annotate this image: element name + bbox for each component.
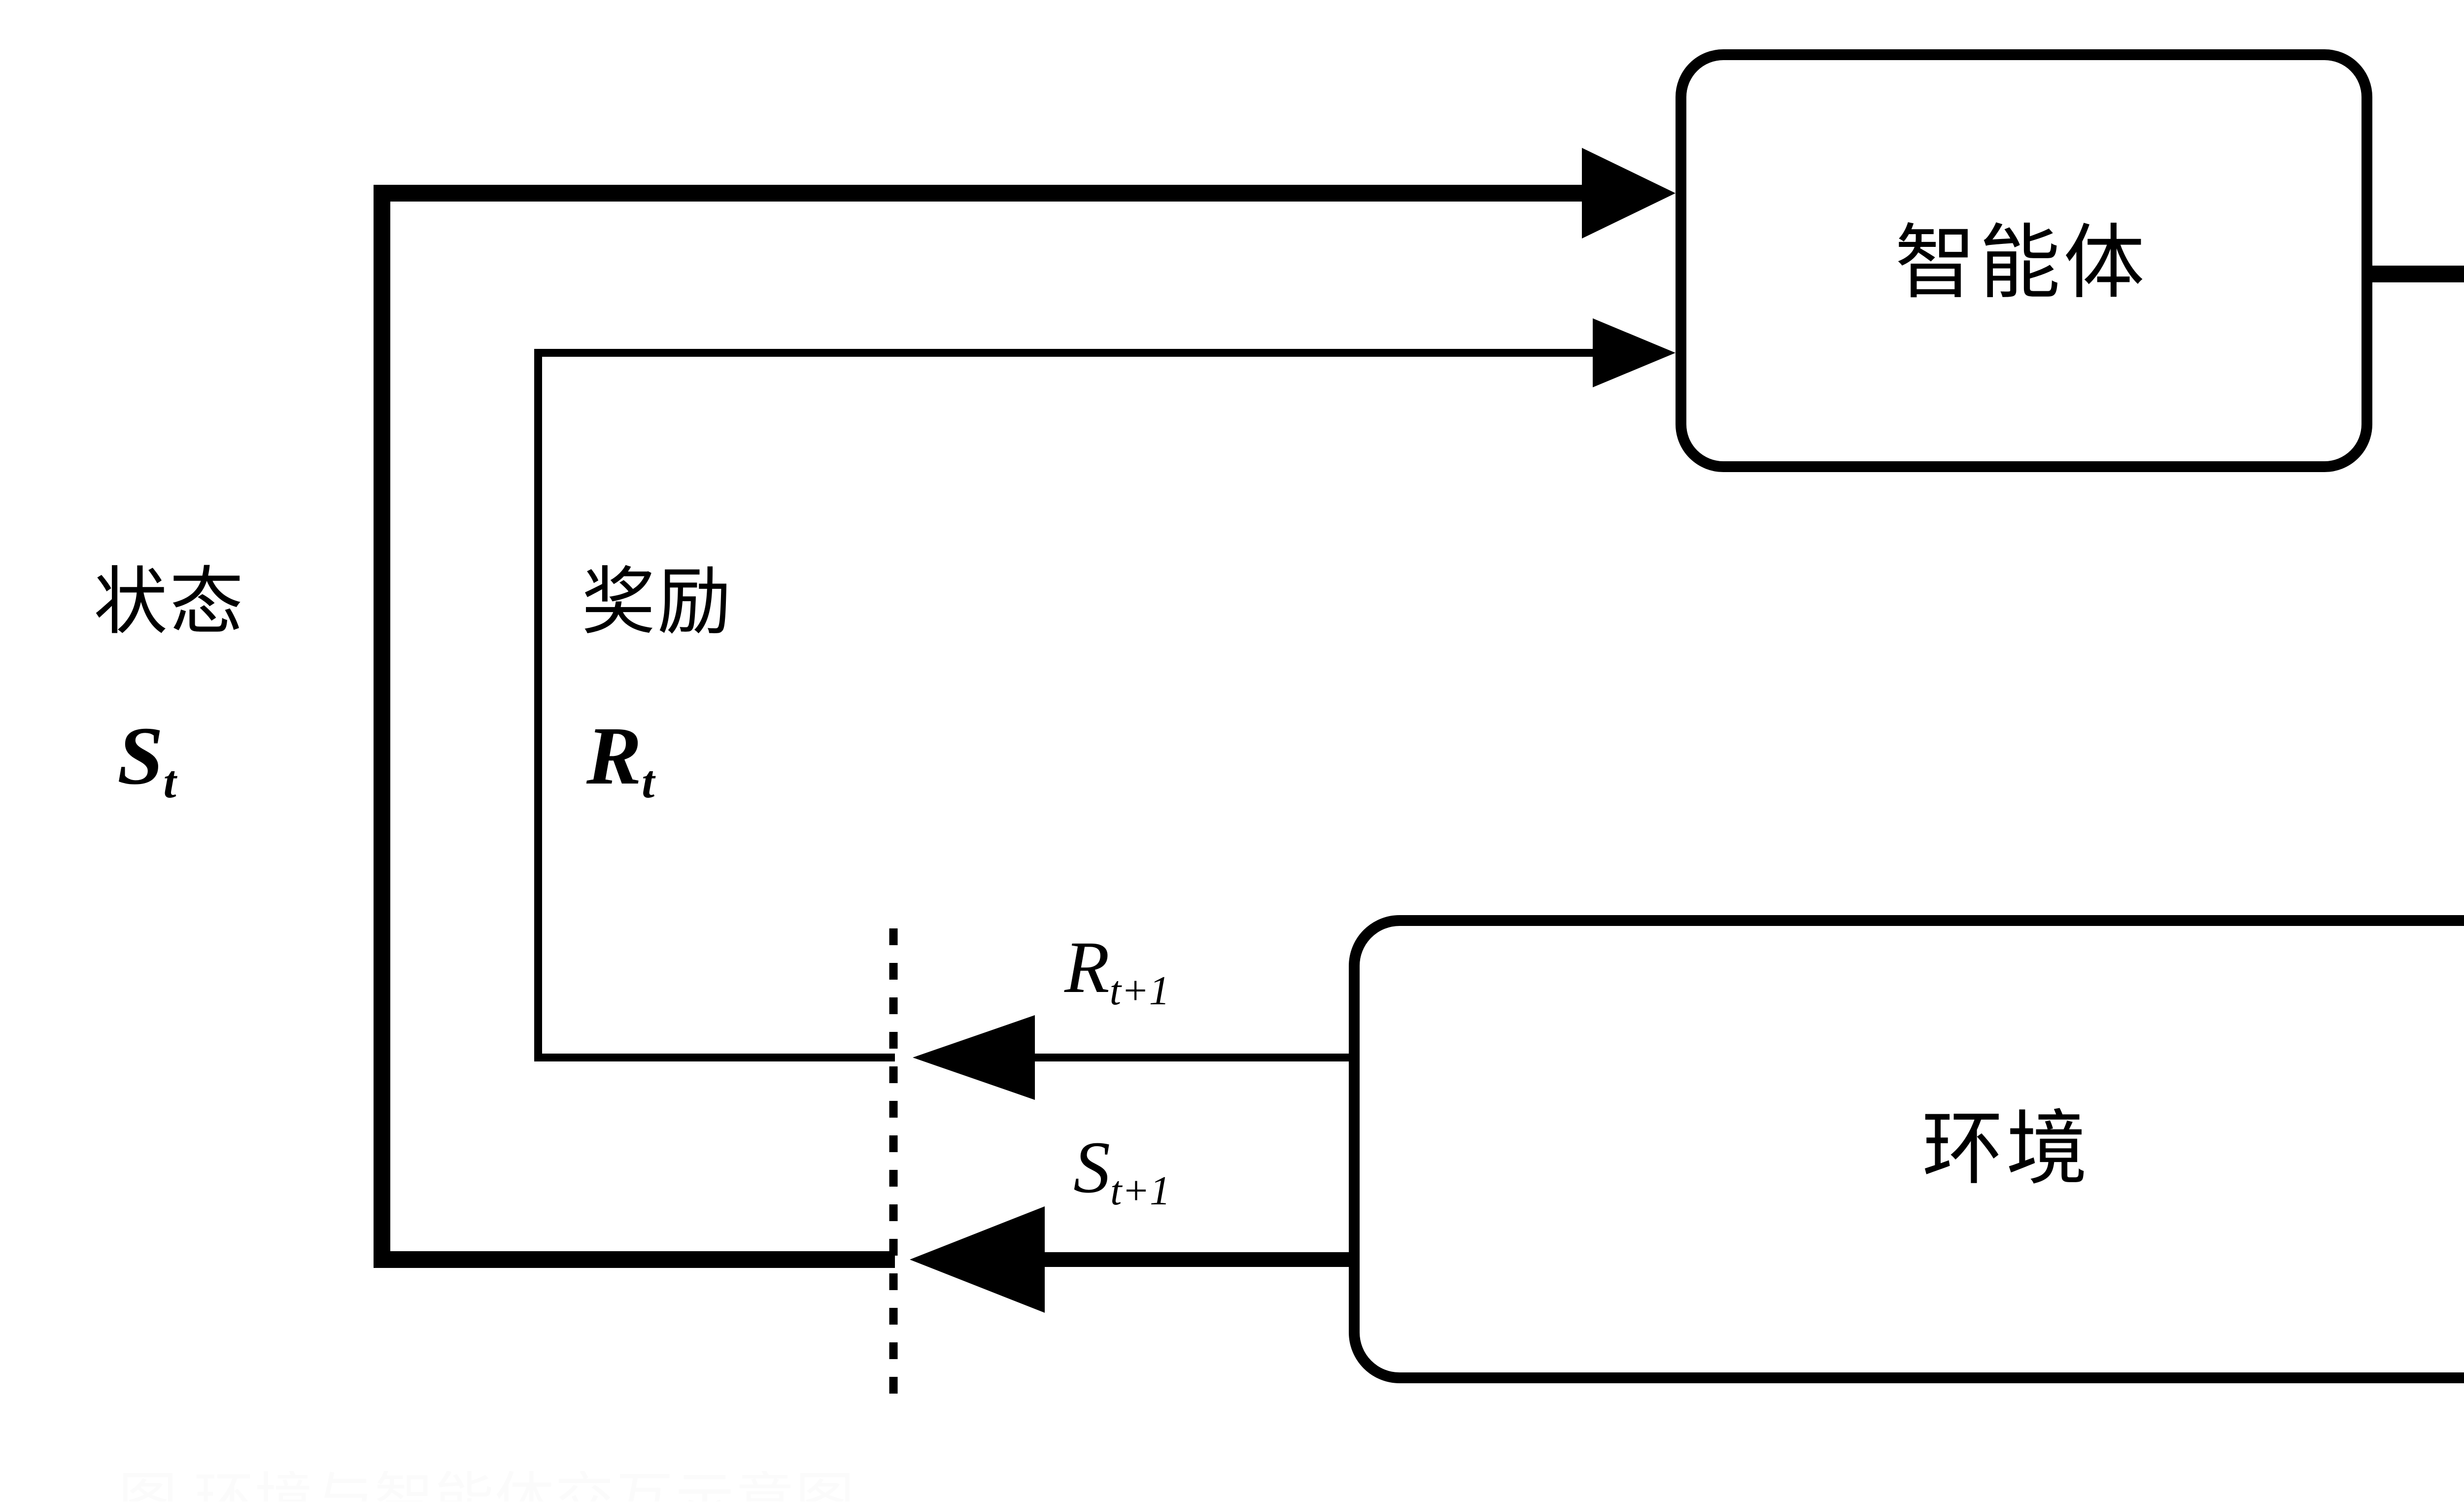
- state-loop-path: [374, 185, 1611, 1268]
- reward-next-subscript: t+1: [1109, 968, 1170, 1014]
- agent-box-label: 智能体: [1895, 218, 2148, 308]
- reward-symbol-base: R: [586, 710, 642, 802]
- environment-box-label: 环境: [1922, 1104, 2090, 1195]
- environment-box: [1349, 915, 2464, 1383]
- reward-signal-label: 奖励: [582, 562, 734, 644]
- reward-loop-path: [534, 349, 1614, 1061]
- figure-caption: 图 环境与智能体交互示意图: [118, 1471, 1745, 1502]
- reward-symbol-subscript: t: [642, 756, 655, 808]
- state-symbol-base: S: [117, 710, 164, 802]
- state-next-edge-label: St+1: [1073, 1130, 1170, 1212]
- state-arrowhead: [1582, 148, 1676, 239]
- reward-next-base: R: [1064, 926, 1110, 1008]
- state-signal-symbol: St: [117, 715, 176, 805]
- state-next-base: S: [1073, 1127, 1110, 1208]
- reward-next-edge-label: Rt+1: [1064, 930, 1170, 1012]
- reward-arrowhead: [1593, 318, 1676, 387]
- state-next-arrowhead: [910, 1206, 1045, 1313]
- reward-next-arrowhead: [913, 1015, 1035, 1100]
- reward-signal-symbol: Rt: [586, 715, 654, 805]
- state-next-subscript: t+1: [1110, 1168, 1171, 1214]
- state-signal-label: 状态: [94, 562, 246, 644]
- state-symbol-subscript: t: [163, 756, 176, 808]
- agent-box: [1676, 49, 2372, 472]
